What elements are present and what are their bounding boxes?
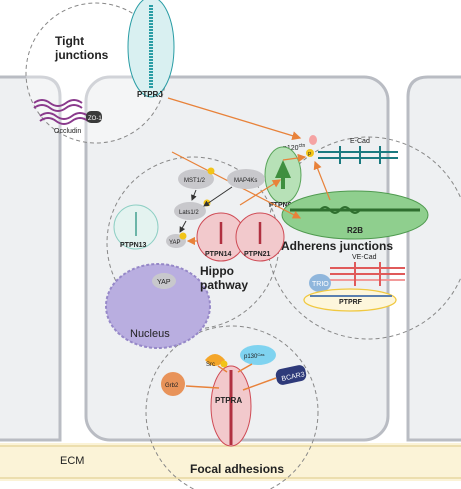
r2b-highlight [281, 190, 429, 240]
lats-icon [174, 202, 206, 220]
tight-junctions-line1: Tight [55, 34, 84, 48]
ptpra-src-link [217, 365, 228, 373]
lats-to-yap-arrow [179, 220, 187, 233]
ptpn6-to-p120-arrow [282, 153, 307, 163]
r2b-label: R2B [347, 226, 363, 235]
svg-text:P: P [308, 152, 312, 158]
ecm-label: ECM [60, 455, 84, 467]
mst-phospho-icon [207, 167, 215, 175]
ptprj-label: PTPRJ [137, 90, 163, 99]
yap-label: YAP [169, 240, 181, 246]
grb2-icon [161, 372, 185, 396]
left-cell [0, 75, 62, 442]
ptpra-p130-link [237, 363, 253, 373]
lats-label: Lats1/2 [179, 210, 199, 216]
right-cell [406, 75, 461, 442]
yap-phospho-icon [179, 232, 187, 240]
nucleus [105, 263, 211, 349]
mst-icon [178, 169, 214, 189]
vecad-label: VE-Cad [352, 254, 377, 261]
p130cas-label: p130Cas [244, 352, 264, 360]
ptpn6-icon [275, 160, 291, 178]
vecad-icon [330, 262, 405, 286]
ecad-icon [318, 146, 398, 164]
occludin-label: Occludin [54, 128, 81, 135]
p120-label: p120ctn [283, 143, 305, 152]
src-label: Src [206, 362, 215, 368]
hippo-pathway-title: Hippo pathway [200, 264, 248, 292]
ptpn13-label: PTPN13 [120, 242, 147, 249]
ptprf-label: PTPRF [339, 299, 363, 306]
bcar3-icon [275, 365, 307, 385]
ptpra-label: PTPRA [215, 396, 242, 405]
ptprf-highlight [303, 288, 397, 312]
map4k-icon [227, 169, 265, 189]
p120-icon [309, 135, 317, 145]
p130cas-icon [240, 345, 276, 365]
trio-label: TRIO [312, 281, 329, 288]
mst-to-lats-arrow [191, 189, 197, 201]
ptpn14-to-ptpn6-arrow [239, 179, 282, 206]
trio-icon [309, 274, 331, 292]
nuclear-yap [152, 273, 176, 289]
src-phospho-icon [220, 360, 228, 368]
map4k-label: MAP4Ks [234, 178, 257, 184]
ptpn6-label: PTPN6 [269, 202, 292, 209]
ecad-label: E-Cad [350, 138, 370, 145]
ecm-band [0, 443, 461, 481]
occludin-icon [33, 99, 89, 125]
mst-label: MST1/2 [184, 178, 206, 184]
adherens-junctions-title: Adherens junctions [281, 239, 393, 253]
ptpra-bcar3-link [242, 377, 277, 391]
ptpn14-label: PTPN14 [205, 251, 232, 258]
zo1-icon [86, 111, 102, 123]
p120-phospho-icon [306, 149, 314, 157]
focal-adhesions-title: Focal adhesions [190, 462, 284, 476]
tight-junctions-title: Tight junctions [54, 34, 109, 62]
tight-junctions-line2: junctions [54, 48, 109, 62]
nuclear-yap-label: YAP [157, 279, 171, 286]
map4k-to-lats-arrow [203, 186, 233, 207]
ptpra-grb2-link [185, 385, 220, 389]
focal-adhesions-region [145, 325, 319, 489]
src-icon [205, 354, 225, 366]
grb2-label: Grb2 [165, 383, 179, 389]
ptpn21-label: PTPN21 [244, 251, 271, 258]
bcar3-label: BCAR3 [281, 371, 305, 383]
zo1-label: ZO-1 [88, 116, 102, 122]
ptprj-to-p120-arrow [167, 97, 302, 141]
r2b-to-p120-arrow [313, 160, 331, 201]
nucleus-label: Nucleus [130, 328, 170, 340]
